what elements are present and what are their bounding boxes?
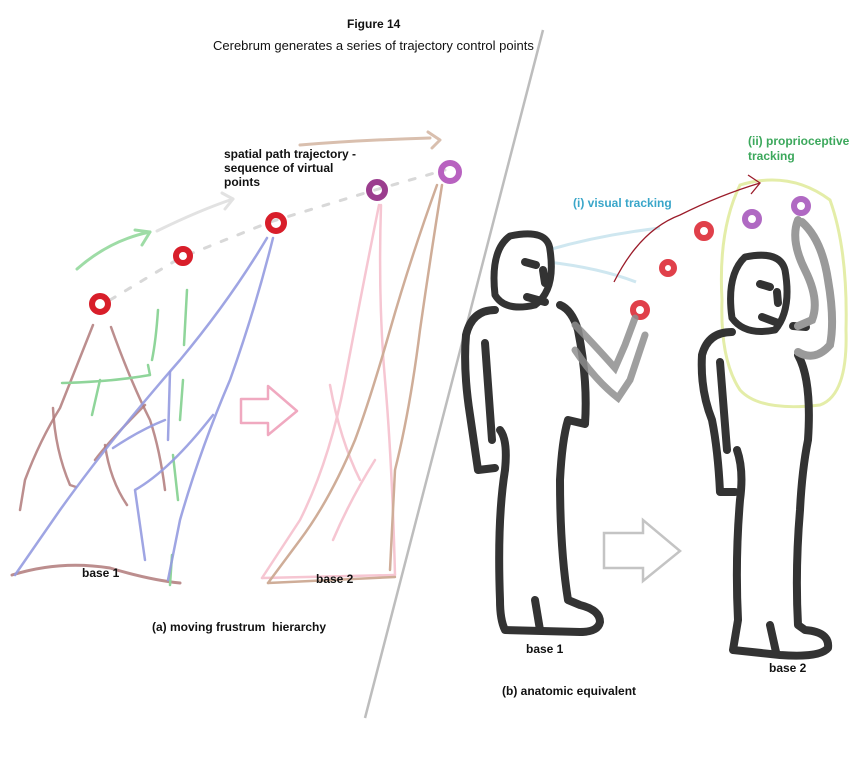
figure-caption: Cerebrum generates a series of trajector… <box>213 38 534 53</box>
blue-frustum-edge <box>133 413 215 562</box>
pink-base-line <box>260 573 397 580</box>
blue-frustum-edge <box>166 236 275 582</box>
eye <box>539 266 549 287</box>
dashed-control-path <box>108 168 447 302</box>
panel-divider <box>363 29 545 719</box>
base1-line <box>10 563 182 585</box>
gray-transition-arrow <box>602 517 682 584</box>
control-point-4 <box>366 179 388 201</box>
proprio-label-line: tracking <box>748 149 795 163</box>
base2-label-a: base 2 <box>316 572 354 586</box>
control-points-b <box>630 196 811 320</box>
human-figure-base1 <box>461 230 604 636</box>
control-point-3 <box>265 212 287 234</box>
panel-b-caption: (b) anatomic equivalent <box>502 684 637 698</box>
body-left <box>461 306 499 474</box>
pink-transition-arrow <box>239 384 299 437</box>
mouth <box>758 313 782 327</box>
human-figure-base2 <box>697 251 833 660</box>
base1-label-b: base 1 <box>526 642 564 656</box>
body-left <box>697 328 739 496</box>
head-base2 <box>727 251 791 335</box>
pink-frustum-edge <box>331 458 377 542</box>
visual-tracking-ray <box>547 260 637 284</box>
tan-frustum-edge <box>266 183 439 585</box>
leg-split <box>766 621 780 656</box>
green-frustum-edge <box>90 378 102 417</box>
green-frustum-edge <box>150 308 160 362</box>
panel-a-caption: (a) moving frustrum hierarchy <box>152 620 327 634</box>
green-arrowhead <box>133 228 152 247</box>
blue-frustum-edge <box>166 370 172 442</box>
base2-label-b: base 2 <box>769 661 807 675</box>
green-frustum-edge <box>60 363 152 385</box>
brown-frustum-edge <box>103 443 129 507</box>
gray-arrowhead <box>220 191 235 211</box>
arm-motion-gray <box>571 331 649 404</box>
green-frustum-edge <box>171 453 180 502</box>
blue-frustum-edge <box>13 236 269 577</box>
green-trajectory-arrow <box>75 230 152 271</box>
control-point-2 <box>173 246 193 266</box>
eye <box>773 288 782 307</box>
control-points-a <box>89 160 462 315</box>
base1-label-a: base 1 <box>82 566 120 580</box>
control-point-b2 <box>694 221 714 241</box>
pink-frustum-edge <box>260 203 381 580</box>
spatial-path-label: spatial path trajectory - sequence of vi… <box>224 147 356 189</box>
control-point-5 <box>438 160 462 184</box>
arm-left <box>481 339 496 444</box>
spatial-path-label-line: spatial path trajectory - <box>224 147 357 161</box>
brown-frustum-edge <box>51 406 78 489</box>
blue-frustum-edge <box>111 418 167 450</box>
green-frustum-edge <box>178 378 185 422</box>
body-right <box>729 351 833 660</box>
brown-frustum-edge <box>18 323 95 512</box>
tracking-transfer-arrow <box>613 182 761 283</box>
brown-frustum-edge <box>109 325 167 492</box>
visual-tracking-label: (i) visual tracking <box>573 196 672 210</box>
proprioceptive-tracking-label: (ii) proprioceptive tracking <box>748 134 849 164</box>
arm-motion-gray <box>571 314 639 375</box>
arm-left <box>716 358 731 454</box>
mouth <box>523 293 549 306</box>
tan-arrowhead <box>426 130 442 150</box>
proprioceptive-region <box>719 178 848 409</box>
control-point-b1 <box>659 259 677 277</box>
gray-trajectory-arrow <box>155 197 235 233</box>
eye <box>521 258 540 269</box>
control-point-b4 <box>791 196 811 216</box>
figure-number: Figure 14 <box>347 17 401 31</box>
green-frustum-edge <box>182 288 189 347</box>
raised-arm-gray <box>794 218 837 360</box>
tracking-arrowhead <box>747 174 761 195</box>
body-right <box>495 301 604 636</box>
spatial-path-label-line: points <box>224 175 260 189</box>
base2-line <box>266 575 397 585</box>
head-base1 <box>490 230 555 311</box>
proprio-label-line: (ii) proprioceptive <box>748 134 850 148</box>
hand-control-point <box>630 300 650 320</box>
tan-trajectory-arrow <box>298 136 432 147</box>
tan-frustum-edge <box>388 183 444 572</box>
raised-arm-gray <box>791 216 819 330</box>
leg-split <box>531 596 544 634</box>
eye <box>756 280 774 291</box>
visual-tracking-ray <box>547 226 661 252</box>
pink-frustum-edge <box>328 383 362 482</box>
control-point-1 <box>89 293 111 315</box>
spatial-path-label-line: sequence of virtual <box>224 161 334 175</box>
control-point-b3 <box>742 209 762 229</box>
